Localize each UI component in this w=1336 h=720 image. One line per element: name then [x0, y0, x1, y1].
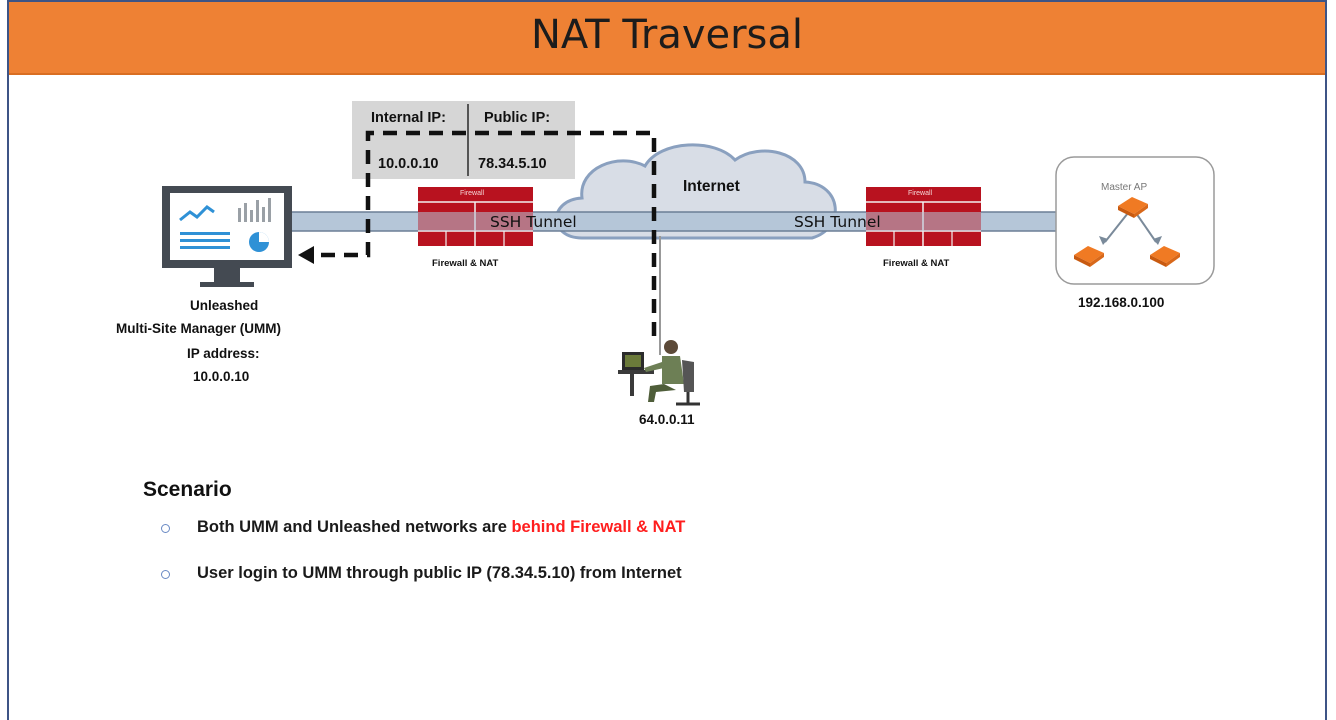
bullet-circle-icon — [161, 570, 170, 579]
umm-label-line3: IP address: — [187, 346, 260, 361]
user-at-desk-icon — [618, 340, 700, 406]
firewall-left-caption: Firewall & NAT — [432, 258, 499, 269]
title-bar: NAT Traversal — [9, 2, 1325, 75]
ap-device-right-icon — [1150, 246, 1180, 267]
internet-label: Internet — [683, 178, 740, 195]
firewall-right-badge: Firewall — [908, 190, 933, 197]
ip-table — [352, 101, 575, 179]
ssh-tunnel-label-left: SSH Tunnel — [490, 213, 577, 231]
umm-label-line1: Unleashed — [190, 298, 259, 313]
umm-monitor-icon — [162, 186, 292, 287]
traffic-path-dashed — [312, 130, 657, 336]
firewall-left-badge: Firewall — [460, 190, 485, 197]
bullet-2-text: User login to UMM through public IP (78.… — [197, 564, 682, 583]
bullet-1-text: Both UMM and Unleashed networks are behi… — [197, 518, 685, 537]
master-ap-group — [1055, 156, 1215, 285]
slide-title: NAT Traversal — [530, 12, 804, 58]
bullet-circle-icon — [161, 524, 170, 533]
slide-frame — [7, 0, 1327, 720]
bullet-1-highlight: behind Firewall & NAT — [511, 518, 686, 536]
master-ap-ip: 192.168.0.100 — [1078, 295, 1165, 310]
master-ap-label: Master AP — [1101, 182, 1148, 193]
bullet-2-prefix: User login to UMM through public IP (78.… — [197, 564, 682, 582]
ssh-tunnel-label-right: SSH Tunnel — [794, 213, 881, 231]
umm-ip-address: 10.0.0.10 — [193, 369, 250, 384]
bullet-1-prefix: Both UMM and Unleashed networks are — [197, 518, 512, 536]
ip-table-header-internal: Internal IP: — [371, 110, 446, 126]
ap-device-left-icon — [1074, 246, 1104, 267]
scenario-heading: Scenario — [143, 478, 232, 501]
ap-device-top-icon — [1118, 197, 1148, 218]
ip-table-value-internal: 10.0.0.10 — [378, 156, 439, 172]
arrow-head-icon — [298, 246, 314, 264]
ip-table-header-public: Public IP: — [484, 110, 551, 126]
umm-label-line2: Multi-Site Manager (UMM) — [116, 321, 281, 336]
user-ip-label: 64.0.0.11 — [639, 412, 695, 427]
ip-table-value-public: 78.34.5.10 — [478, 156, 547, 172]
firewall-right-caption: Firewall & NAT — [883, 258, 950, 269]
